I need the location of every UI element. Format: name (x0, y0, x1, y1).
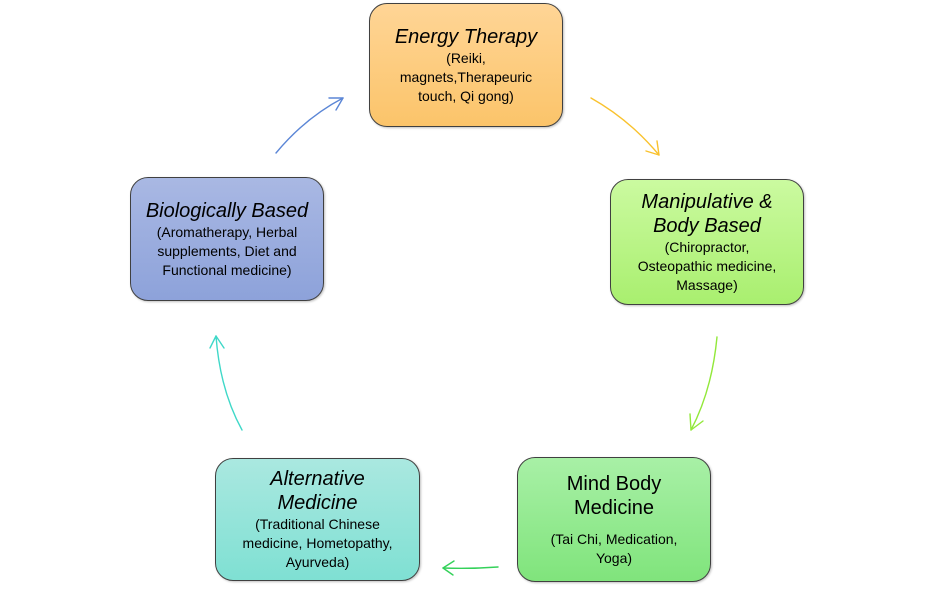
node-desc-line: (Tai Chi, Medication, (550, 530, 678, 547)
node-desc-line: touch, Qi gong) (418, 87, 514, 104)
node-desc-line: medicine, Hometopathy, (242, 535, 393, 551)
node-desc-line: Massage) (676, 276, 738, 293)
arrow-manipulative-to-mind-body (689, 336, 718, 431)
arrow-biological-to-energy (275, 97, 344, 154)
node-desc-line: Functional medicine) (162, 261, 292, 278)
node-title-line: Body Based (653, 214, 761, 237)
node-title-line: Medicine (573, 496, 655, 519)
node-desc-line: (Aromatherapy, Herbal (156, 223, 298, 240)
node-desc-line: (Traditional Chinese (255, 516, 380, 532)
node-title: Energy Therapy (394, 25, 538, 48)
node-title: Biologically Based (145, 199, 309, 222)
node-desc-line: (Chiropractor, (664, 238, 750, 255)
node-alternative-medicine: Alternative Medicine (Traditional Chines… (215, 458, 420, 581)
node-energy-therapy: Energy Therapy (Reiki, magnets,Therapeur… (369, 3, 563, 127)
node-desc-line: Osteopathic medicine, (637, 257, 777, 274)
node-title-line: Mind Body (566, 472, 662, 495)
node-mind-body-medicine: Mind Body Medicine (Tai Chi, Medication,… (517, 457, 711, 582)
node-title-line: Manipulative & (641, 190, 773, 213)
node-title-line: Medicine (277, 492, 358, 514)
node-manipulative-body-based: Manipulative & Body Based (Chiropractor,… (610, 179, 804, 305)
node-desc-line: supplements, Diet and (157, 242, 297, 259)
node-desc-line: Ayurveda) (285, 554, 350, 570)
node-title-line: Alternative (270, 468, 365, 490)
node-biologically-based: Biologically Based (Aromatherapy, Herbal… (130, 177, 324, 301)
arrow-mind-body-to-alternative (442, 560, 499, 576)
node-desc-line: magnets,Therapeuric (399, 68, 533, 85)
node-desc-line: Yoga) (595, 549, 633, 566)
node-desc-line: (Reiki, (446, 49, 486, 66)
arrow-alternative-to-biological (209, 335, 243, 431)
arrow-energy-to-manipulative (590, 97, 660, 156)
